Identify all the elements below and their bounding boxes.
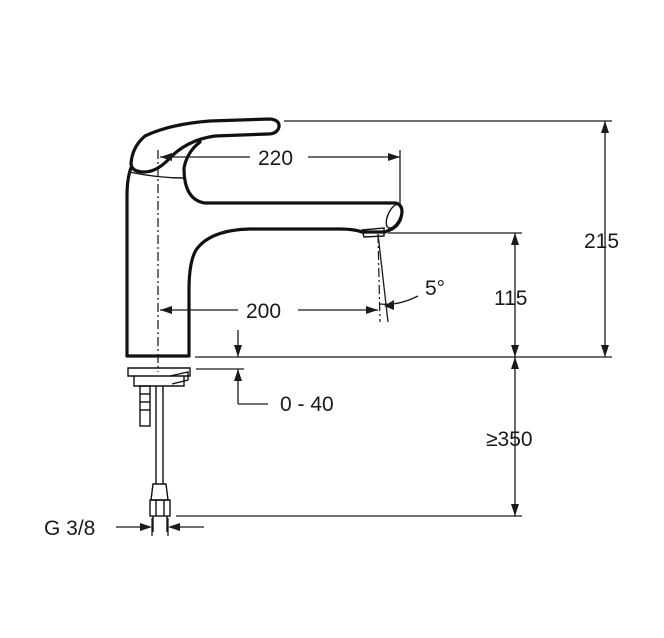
label-angle: 5° [425,277,445,300]
label-220: 220 [258,147,293,170]
mounting-assembly [127,367,191,532]
label-115: 115 [494,287,527,310]
label-200: 200 [246,300,281,323]
arrow-215-top [601,121,609,133]
mounting-bracket [169,371,189,385]
arrow-215-bottom [601,345,609,357]
label-deck-thickness: 0 - 40 [280,393,334,416]
lever-handle [129,117,281,174]
angle-ref-line [377,233,389,323]
label-hose-length: ≥350 [486,428,533,451]
hex-nut [149,499,171,517]
outlet-centerline [377,233,381,323]
dimension-labels: 220 200 5° 115 215 0 - 40 ≥350 G 3/8 [44,147,619,540]
aerator [361,227,385,238]
mounting-nut [127,367,191,387]
threaded-stud [139,385,151,427]
label-215: 215 [584,230,619,253]
body-seam [128,171,185,179]
hose-fitting [150,483,169,501]
angle-arc [379,295,419,305]
dimension-lines [116,120,612,536]
faucet-body [125,117,404,372]
label-connection: G 3/8 [44,517,95,540]
